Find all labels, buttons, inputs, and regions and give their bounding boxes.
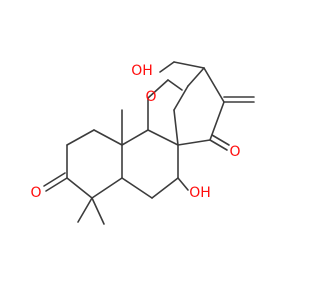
label-o-right: O xyxy=(229,144,240,160)
molecule-canvas: OH O O O OH xyxy=(30,61,255,225)
gem-dimethyl xyxy=(77,197,105,225)
exo-methylene xyxy=(223,96,255,103)
ring-b-bonds xyxy=(121,129,179,199)
label-o-left: O xyxy=(30,185,41,201)
ketone-right-bond xyxy=(209,134,230,151)
molecule-structure: OH O O O OH xyxy=(30,61,255,225)
ketone-left-bond xyxy=(43,172,68,192)
label-o-bridge: O xyxy=(145,89,156,105)
hydroxyl-bond xyxy=(177,177,189,191)
bridged-ring-bonds xyxy=(147,61,225,146)
label-oh-top: OH xyxy=(131,63,153,79)
label-oh-bottom: OH xyxy=(189,185,211,201)
ring-a-bonds xyxy=(66,129,123,199)
